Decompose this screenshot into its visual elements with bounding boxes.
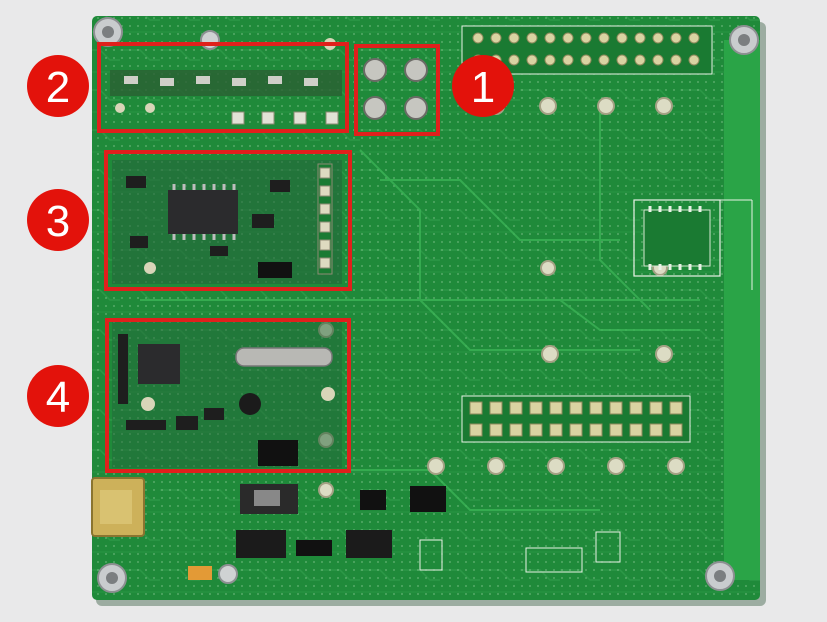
copper-traces (140, 110, 700, 511)
callout-label: 3 (46, 197, 70, 246)
callout-circle (452, 55, 514, 117)
callout-label: 1 (471, 63, 495, 112)
highlight-box-3 (104, 150, 352, 291)
highlight-boxes (97, 42, 440, 473)
callout-circle (27, 365, 89, 427)
callout-label: 4 (46, 373, 70, 422)
header-middle (461, 395, 691, 443)
highlight-box-2 (97, 42, 349, 133)
region-3-components (112, 160, 342, 284)
callout-4: 4 (27, 365, 89, 427)
highlight-box-1 (354, 44, 440, 136)
board-edge-strip (724, 40, 760, 580)
region-4-components (112, 322, 342, 468)
region-1-components (363, 58, 428, 120)
highlight-box-4 (105, 318, 351, 473)
callout-1: 1 (452, 55, 514, 117)
callout-2: 2 (27, 55, 89, 117)
qfn-footprint (633, 199, 753, 290)
callout-3: 3 (27, 189, 89, 251)
mounting-screws (93, 17, 759, 593)
callout-circle (27, 55, 89, 117)
callout-label: 2 (46, 63, 70, 112)
region-2-components (110, 38, 342, 125)
lower-components (91, 477, 621, 580)
callout-circle (27, 189, 89, 251)
